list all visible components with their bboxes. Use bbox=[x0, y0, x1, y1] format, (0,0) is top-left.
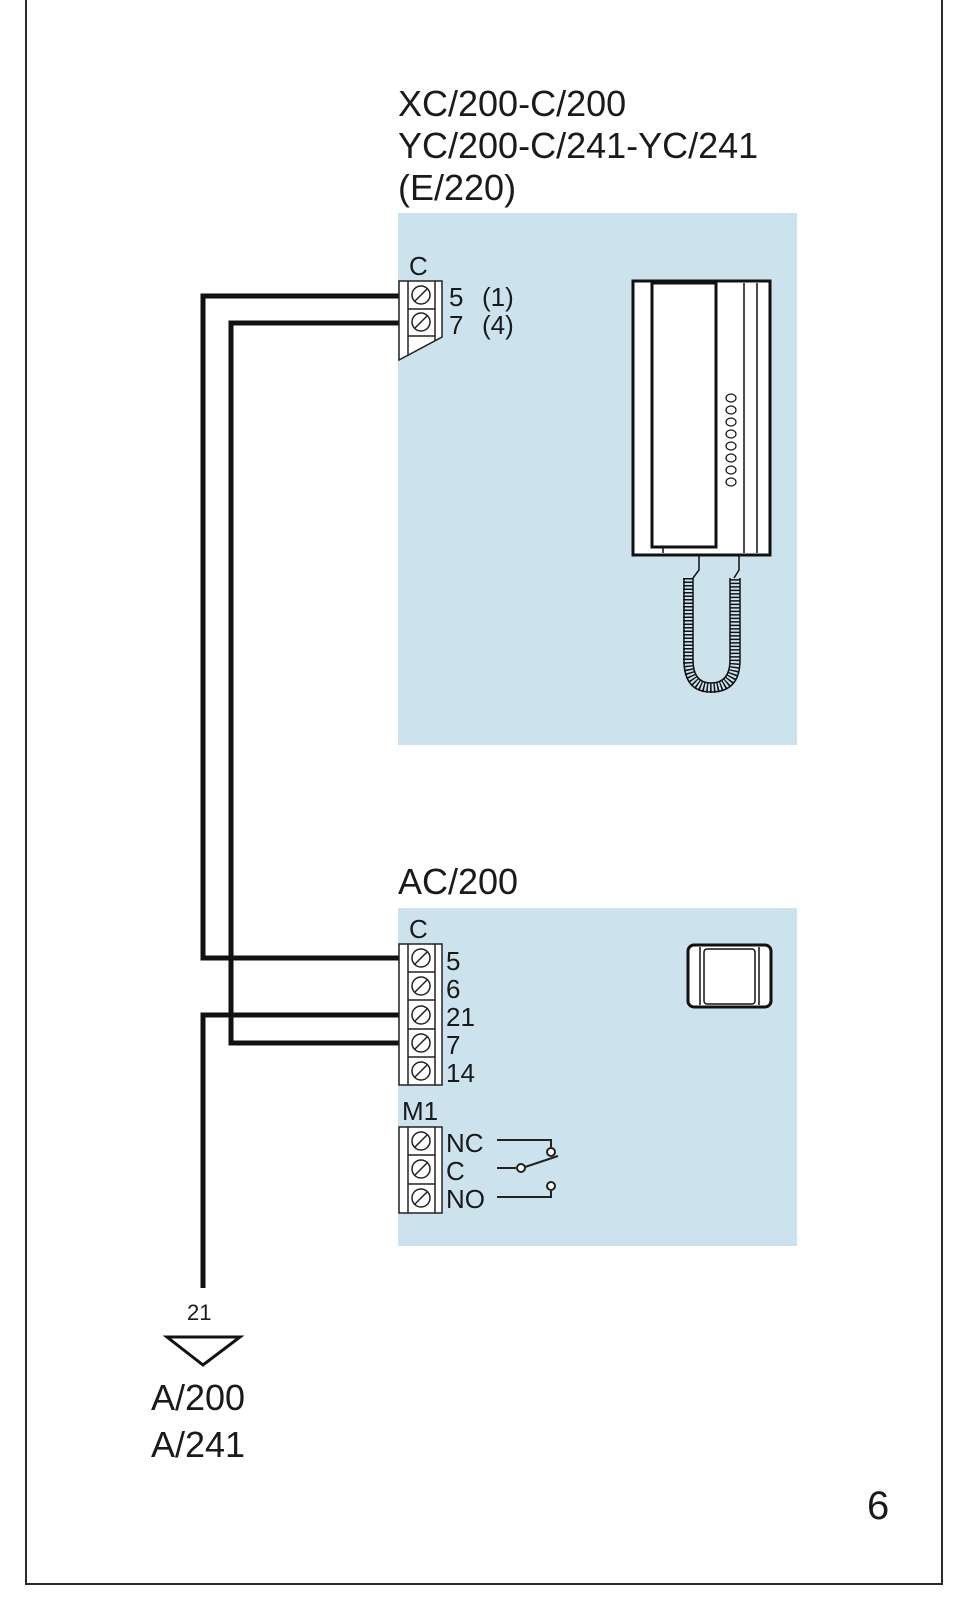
monitor-terminal-5-label: 5 bbox=[449, 282, 464, 312]
wire-terminal-7 bbox=[228, 320, 401, 1046]
monitor-terminal-block-label: C bbox=[409, 251, 428, 281]
relay-terminal-label: 6 bbox=[446, 974, 461, 1004]
door-panel-triangle-icon bbox=[162, 1335, 245, 1367]
monitor-terminal-7-label: 7 bbox=[449, 310, 464, 340]
relay-terminal-label: 21 bbox=[446, 1002, 475, 1032]
relay-unit-title: AC/200 bbox=[398, 861, 519, 902]
coiled-cord bbox=[683, 555, 741, 694]
monitor-terminal-block bbox=[398, 280, 443, 362]
relay-terminal-label: 5 bbox=[446, 946, 461, 976]
monitor-title-line-3: (E/220) bbox=[398, 167, 517, 208]
relay-c-terminal-block bbox=[398, 943, 443, 1086]
wires bbox=[200, 293, 401, 1288]
relay-m1-terminal-c: C bbox=[446, 1156, 465, 1186]
relay-c-block-label: C bbox=[409, 914, 428, 944]
intercom-handset-icon bbox=[631, 279, 772, 694]
relay-m1-block-label: M1 bbox=[402, 1096, 439, 1126]
door-panel-model-line-2: A/241 bbox=[151, 1424, 246, 1465]
wire-terminal-21 bbox=[200, 1012, 401, 1288]
relay-m1-terminal-block bbox=[398, 1126, 443, 1214]
relay-unit-device-icon bbox=[686, 943, 773, 1009]
monitor-terminal-5-alt: (1) bbox=[482, 282, 514, 312]
relay-contact-symbol bbox=[497, 1139, 559, 1198]
monitor-title-line-2: YC/200-C/241-YC/241 bbox=[398, 125, 759, 166]
speaker-holes bbox=[725, 393, 737, 487]
relay-terminal-label: 14 bbox=[446, 1058, 475, 1088]
monitor-terminal-7-alt: (4) bbox=[482, 310, 514, 340]
relay-terminal-label: 7 bbox=[446, 1030, 461, 1060]
door-panel-model-line-1: A/200 bbox=[151, 1377, 246, 1418]
page-number: 6 bbox=[867, 1484, 890, 1528]
relay-m1-terminal-nc: NC bbox=[446, 1128, 484, 1158]
wire-terminal-5 bbox=[200, 293, 401, 961]
door-panel-terminal-label: 21 bbox=[187, 1300, 212, 1325]
page-frame bbox=[25, 0, 943, 1585]
monitor-title-line-1: XC/200-C/200 bbox=[398, 83, 627, 124]
relay-m1-terminal-no: NO bbox=[446, 1184, 485, 1214]
